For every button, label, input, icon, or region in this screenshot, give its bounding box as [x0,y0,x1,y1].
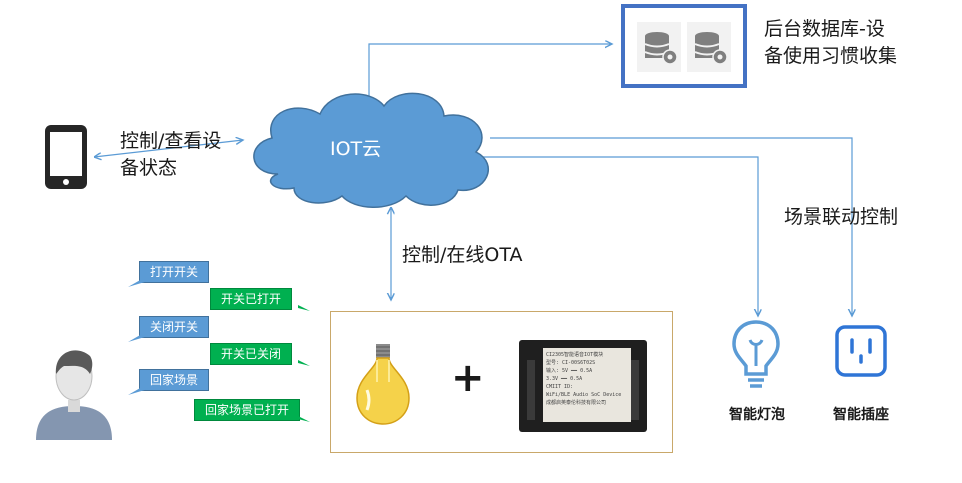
module-pins [527,360,535,420]
smart-bulb-label: 智能灯泡 [729,407,785,423]
voice-command-bubble: 打开开关 [139,261,210,283]
smart-bulb-icon [728,318,784,394]
module-label-plate: CI2305智能语音IOT模块 型号: CI-00S6T02S 输入: 5V ━… [543,348,631,422]
cloud-label: IOT云 [330,138,382,160]
scene-label: 场景联动控制 [784,206,899,228]
voice-command-bubble: 关闭开关 [139,316,210,338]
ota-label: 控制/在线OTA [402,244,523,266]
bubble-tails [128,279,310,422]
database-panel [621,4,747,88]
voice-reply-bubble: 开关已打开 [210,288,293,310]
plus-sign: + [451,355,485,401]
phone-caption: 控制/查看设 备状态 [120,130,222,179]
module-pins [631,360,639,420]
cloud-to-socket-line [490,137,852,316]
iot-cloud: IOT云 [238,82,508,210]
phone-icon [44,124,88,194]
smart-socket-label: 智能插座 [833,407,889,423]
product-panel: + CI2305智能语音IOT模块 型号: CI-00S6T02S 输入: 5V… [330,311,673,453]
voice-reply-bubble: 回家场景已打开 [194,399,301,421]
database-icon [687,22,731,72]
voice-iot-module-photo: CI2305智能语音IOT模块 型号: CI-00S6T02S 输入: 5V ━… [519,340,647,432]
voice-command-bubble: 回家场景 [139,369,210,391]
light-bulb-icon [353,342,413,430]
database-caption: 后台数据库-设 备使用习惯收集 [764,18,898,67]
cloud-to-bulb-line [476,156,758,316]
database-icon [637,22,681,72]
voice-reply-bubble: 开关已关闭 [210,343,293,365]
phone-cloud-line [94,140,243,157]
user-avatar-icon [34,344,114,444]
cloud-to-database-line [368,44,612,98]
smart-socket-icon [834,324,888,382]
